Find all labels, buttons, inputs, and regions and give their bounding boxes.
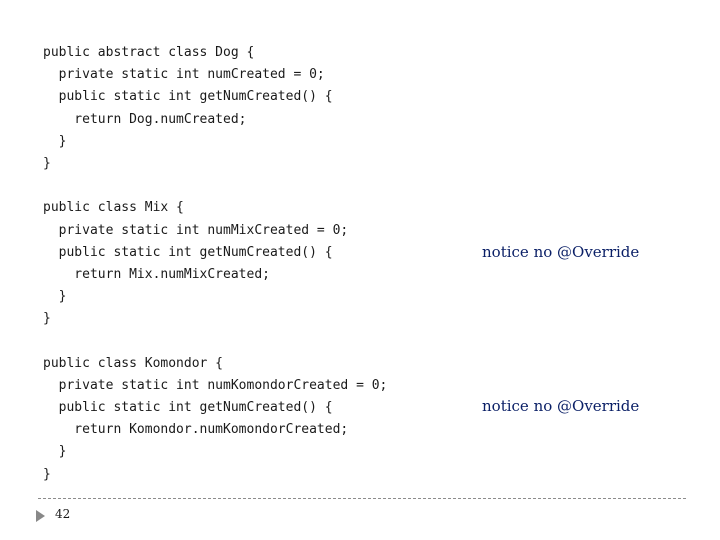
override-note-mix: notice no @Override: [482, 243, 640, 261]
code-line: public static int getNumCreated() {: [43, 400, 333, 415]
triangle-bullet-icon: [36, 510, 45, 522]
code-line: return Mix.numMixCreated;: [43, 266, 270, 282]
override-note-komondor: notice no @Override: [482, 397, 640, 415]
code-line: public static int getNumCreated() {: [43, 244, 333, 260]
code-line: public class Komondor {: [43, 355, 224, 371]
code-line: private static int numCreated = 0;: [43, 67, 325, 83]
code-line: }: [43, 466, 51, 482]
code-line: }: [43, 155, 51, 171]
code-line: public abstract class Dog {: [43, 45, 255, 60]
code-line: public class Mix {: [43, 200, 184, 216]
code-line: private static int numMixCreated = 0;: [43, 222, 349, 238]
code-line: private static int numKomondorCreated = …: [43, 377, 388, 393]
code-line: }: [43, 311, 51, 327]
footer-divider: [38, 498, 686, 499]
page-number: 42: [55, 507, 71, 521]
code-line: }: [43, 444, 67, 460]
code-line: return Dog.numCreated;: [43, 111, 247, 127]
code-line: }: [43, 289, 67, 305]
code-line: public static int getNumCreated() {: [43, 89, 333, 105]
code-block: public abstract class Dog { private stat…: [43, 42, 387, 486]
code-line: }: [43, 133, 67, 149]
code-line: [43, 330, 387, 352]
code-line: return Komondor.numKomondorCreated;: [43, 422, 349, 438]
code-line: [43, 175, 387, 197]
